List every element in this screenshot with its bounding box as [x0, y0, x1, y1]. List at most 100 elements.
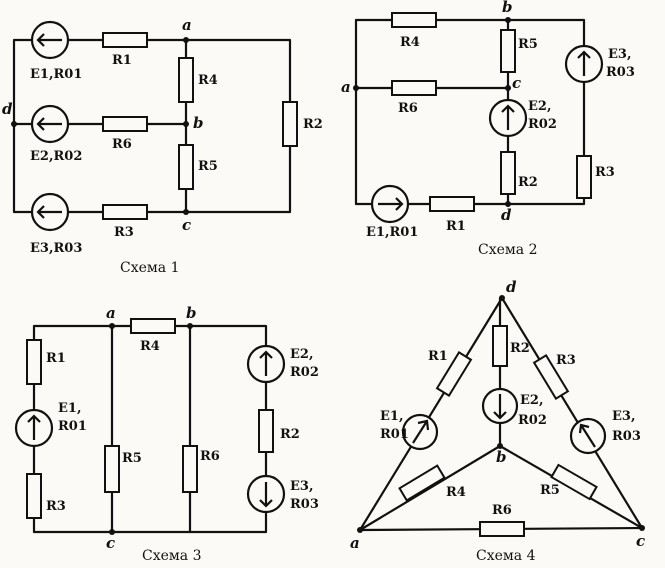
scheme1-label-r3: R3 — [114, 225, 134, 240]
scheme3-label-node-a: a — [106, 304, 116, 322]
scheme3-label-r02: R02 — [290, 365, 319, 380]
scheme4-node-c — [639, 525, 645, 531]
scheme1-label-node-c: c — [182, 216, 191, 234]
scheme2-resistor-r1 — [429, 196, 475, 212]
scheme2-label-r3: R3 — [595, 165, 615, 180]
scheme2-label-node-d: d — [501, 206, 512, 224]
scheme4-edge-dc — [500, 296, 644, 530]
scheme1-resistor-r1 — [102, 32, 148, 48]
scheme3-label-r6: R6 — [200, 449, 220, 464]
scheme2-label-r02: R02 — [528, 117, 557, 132]
scheme2-label-r2: R2 — [518, 175, 538, 190]
scheme4-label-r6: R6 — [492, 503, 512, 518]
scheme2-label-r4: R4 — [400, 35, 420, 50]
scheme2-resistor-r2 — [500, 151, 516, 195]
scheme2-label-node-b: b — [502, 0, 513, 16]
scheme4-resistor-r6 — [479, 521, 525, 537]
scheme3-label-r5: R5 — [122, 451, 142, 466]
scheme2-source-e3 — [564, 44, 604, 84]
scheme1-label-e3: E3,R03 — [30, 241, 82, 256]
scheme4-label-r5: R5 — [540, 483, 560, 498]
scheme1-node-b — [183, 121, 189, 127]
scheme-1: a b c d R1 R4 R5 R6 R2 R3 E1,R01 E2,R02 … — [2, 16, 323, 276]
scheme4-label-r03: R03 — [612, 429, 641, 444]
scheme3-source-e3 — [246, 474, 286, 514]
scheme4-resistor-r1 — [435, 351, 473, 397]
scheme1-caption: Схема 1 — [120, 260, 180, 276]
scheme1-resistor-r2 — [282, 101, 298, 147]
scheme3-source-e2 — [246, 344, 286, 384]
scheme3-resistor-r2 — [258, 409, 274, 453]
scheme4-label-e3: E3, — [612, 409, 635, 424]
scheme3-label-e2: E2, — [290, 347, 313, 362]
scheme1-label-r6: R6 — [112, 137, 132, 152]
scheme4-resistor-r2 — [492, 325, 508, 367]
scheme2-label-e1: E1,R01 — [366, 225, 418, 240]
scheme4-edge-da — [358, 296, 504, 532]
scheme4-label-r3: R3 — [556, 353, 576, 368]
scheme2-resistor-r6 — [391, 80, 437, 96]
scheme4-label-r1: R1 — [428, 349, 448, 364]
scheme3-label-node-b: b — [186, 304, 197, 322]
scheme-4: d b a c R1 R2 R3 R4 R5 R6 E1, R01 E2, R0… — [350, 278, 645, 564]
scheme3-resistor-r4 — [130, 318, 176, 334]
scheme2-node-b — [505, 17, 511, 23]
scheme2-label-r1: R1 — [446, 219, 466, 234]
scheme3-label-node-c: c — [106, 534, 115, 552]
scheme1-label-r1: R1 — [112, 53, 132, 68]
scheme2-resistor-r5 — [500, 29, 516, 73]
scheme3-label-r03: R03 — [290, 497, 319, 512]
scheme4-node-b — [497, 443, 503, 449]
scheme1-label-e2: E2,R02 — [30, 149, 82, 164]
scheme1-label-r2: R2 — [303, 117, 323, 132]
scheme3-label-e1: E1, — [58, 401, 81, 416]
scheme1-source-e1 — [30, 20, 70, 60]
scheme4-label-r01: R01 — [380, 427, 409, 442]
scheme2-node-c — [505, 85, 511, 91]
scheme4-resistor-r3 — [532, 354, 570, 400]
scheme2-label-e2: E2, — [528, 99, 551, 114]
scheme4-node-d — [499, 295, 505, 301]
scheme4-label-r4: R4 — [446, 485, 466, 500]
scheme4-label-e1: E1, — [380, 409, 403, 424]
scheme3-resistor-r6 — [182, 445, 198, 493]
scheme3-resistor-r5 — [104, 445, 120, 493]
scheme-2: b a c d R4 R6 R5 R2 R3 R1 E3, R03 E2, R0… — [341, 0, 635, 258]
scheme4-label-node-c: c — [636, 532, 645, 550]
scheme1-label-r4: R4 — [198, 73, 218, 88]
scheme4-label-r02: R02 — [518, 413, 547, 428]
scheme3-node-c — [109, 529, 115, 535]
scheme4-source-e1 — [401, 413, 439, 451]
scheme3-label-e3: E3, — [290, 479, 313, 494]
scheme1-node-d — [11, 121, 17, 127]
scheme2-label-node-c: c — [512, 74, 521, 92]
scheme2-label-r6: R6 — [398, 101, 418, 116]
scheme1-outer-loop — [12, 38, 292, 214]
scheme4-label-e2: E2, — [520, 393, 543, 408]
scheme3-resistor-r3 — [26, 473, 42, 519]
scheme4-resistor-r5 — [550, 463, 598, 501]
scheme4-label-node-b: b — [496, 448, 507, 466]
scheme1-resistor-r6 — [102, 116, 148, 132]
scheme3-node-b — [187, 323, 193, 329]
scheme1-label-node-d: d — [2, 100, 13, 118]
scheme3-label-r4: R4 — [140, 339, 160, 354]
scheme4-node-a — [357, 527, 363, 533]
scheme2-source-e2 — [488, 98, 528, 138]
scheme3-label-r1: R1 — [46, 351, 66, 366]
scheme3-resistor-r1 — [26, 339, 42, 385]
scheme2-label-e3: E3, — [608, 47, 631, 62]
scheme2-source-e1 — [370, 184, 410, 224]
scheme4-source-e2 — [481, 387, 519, 425]
scheme1-source-e2 — [30, 104, 70, 144]
scheme1-label-node-a: a — [182, 16, 192, 34]
scheme3-label-r01: R01 — [58, 419, 87, 434]
scheme4-edge-ba — [358, 444, 502, 532]
scheme-3: a b c R1 R4 R3 R5 R6 R2 E1, R01 E2, R02 … — [14, 304, 319, 564]
scheme2-label-node-a: a — [341, 78, 351, 96]
scheme3-node-a — [109, 323, 115, 329]
scheme3-label-r2: R2 — [280, 427, 300, 442]
scheme1-resistor-r4 — [178, 57, 194, 103]
